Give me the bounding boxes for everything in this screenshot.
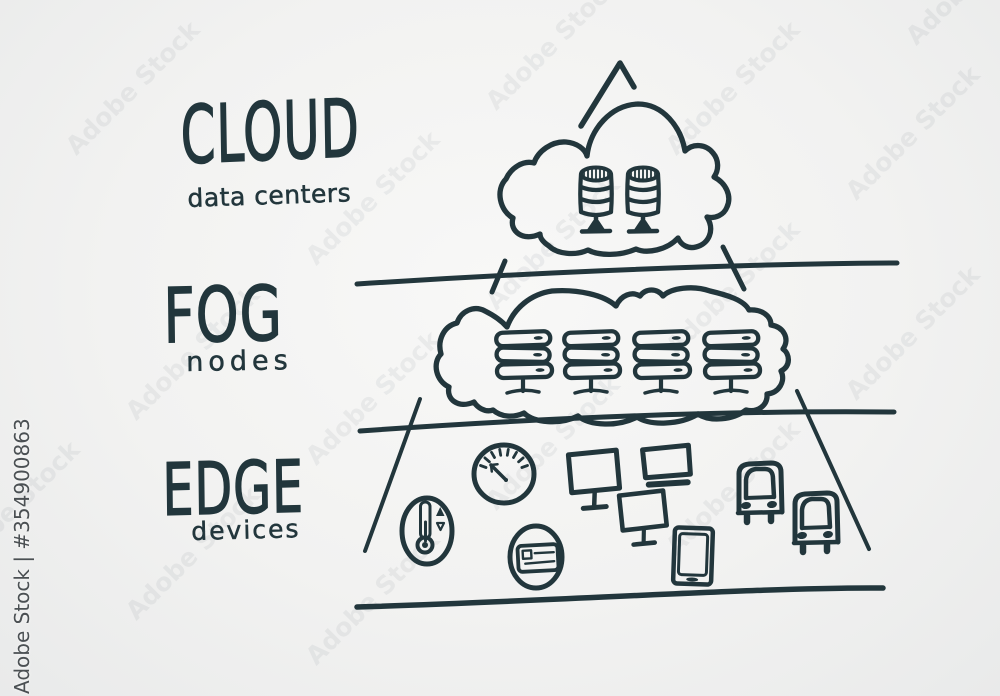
edge-tier-left-edge [363,397,422,553]
fog-tier-title: FOG [162,268,284,361]
fog-tier-shape [433,285,792,427]
server-stack-icon [564,331,620,393]
car-icon [794,493,838,552]
divider-cloud-fog [354,244,900,295]
pyramid-apex [578,60,637,129]
thermometer-sensor-icon [399,495,455,567]
smartphone-icon [670,525,716,587]
monitor-icon [568,450,620,509]
edge-tier-subtitle: devices [190,514,301,546]
cloud-tier-subtitle: data centers [186,178,352,213]
gauge-sensor-icon [471,442,537,506]
display-screen-icon [640,442,693,488]
fog-tier-subtitle: nodes [185,345,293,378]
divider-fog-edge [357,409,897,434]
server-stack-icon [634,331,690,393]
database-server-icon [627,167,659,232]
monitor-icon [619,490,668,545]
car-icon [738,463,782,522]
edge-tier-right-edge [795,389,871,551]
cloud-tier-shape [497,101,732,258]
database-server-icon [580,167,612,232]
cloud-tier-title: CLOUD [179,83,361,184]
server-stack-icon [704,331,760,393]
server-stack-icon [496,331,552,393]
card-reader-icon [507,523,565,591]
stock-id-watermark: Adobe Stock | #354900863 [10,418,34,694]
pyramid-bottom-line [354,585,886,610]
